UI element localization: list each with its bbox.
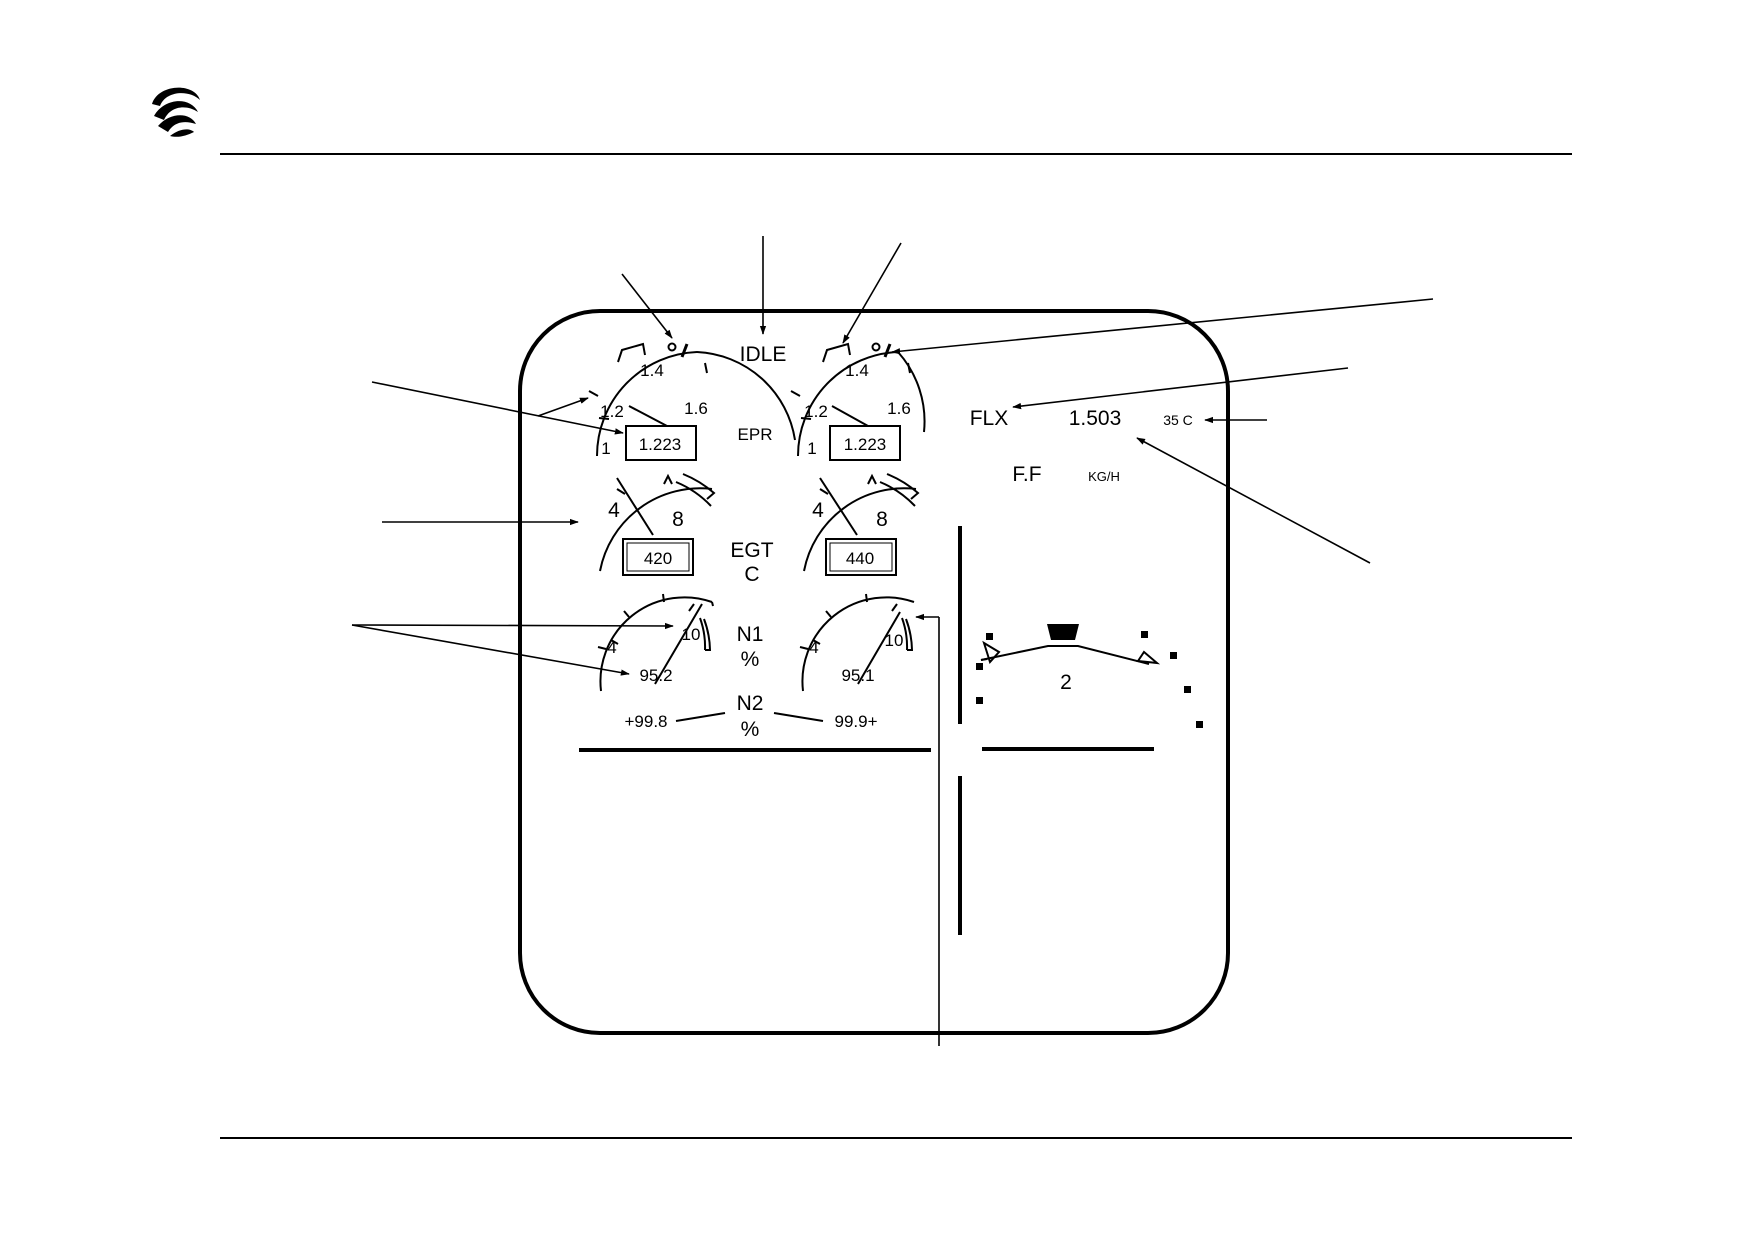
epr-scale-1-6: 1.6 [684,399,708,418]
n2-label-line2: % [741,718,760,741]
wing-symbol [1047,624,1079,640]
epr-readout-engine1: 1.223 [639,435,682,454]
epr-scale-1-2: 1.2 [600,402,624,421]
egt-scale-8: 8 [672,508,684,531]
egt-gauge-engine2: 4 8 440 [803,473,920,576]
epr-scale-1: 1 [601,439,610,458]
n1-label-line2: % [741,648,760,671]
flap-slat-indication: 2 [976,624,1203,728]
epr-readout-box-engine1 [625,425,697,461]
epr-gauge-engine1: 1 1.2 1.4 1.6 1.223 [588,342,796,461]
n2-readout-engine1: +99.8 [624,712,667,731]
epr-target-circle [871,342,881,352]
thrust-mode-label: IDLE [740,343,787,366]
flap-triangle [1136,650,1161,665]
epr-target-circle [667,342,677,352]
fuel-flow-label: F.F [1012,463,1041,486]
flap-position: 2 [1060,671,1072,694]
epr-max-marker [617,342,646,363]
egt-scale-4: 4 [608,499,620,522]
n1-scale-10: 10 [885,631,904,650]
epr-readout-engine2: 1.223 [844,435,887,454]
epr-scale-1: 1 [807,439,816,458]
thrust-limit-value: 1.503 [1069,407,1122,430]
n1-label-line1: N1 [737,623,764,646]
n1-readout-engine1: 95.2 [639,666,672,685]
n2-readout-engine2: 99.9+ [834,712,877,731]
callout-arrows [351,236,1434,1046]
egt-scale-4: 4 [812,499,824,522]
n1-gauge-engine2: 4 10 95.1 [799,593,915,692]
n2-label-line1: N2 [737,692,764,715]
egt-gauge-engine1: 4 8 420 [599,473,716,576]
egt-readout-engine2: 440 [846,549,874,568]
egt-label-line2: C [744,563,759,586]
epr-readout-box-engine2 [829,425,901,461]
egt-amber-caret [663,473,673,485]
n1-scale-4: 4 [607,638,616,657]
slat-triangle [982,640,1001,664]
egt-readout-engine1: 420 [644,549,672,568]
egt-scale-8: 8 [876,508,888,531]
display-frame [518,309,1230,1035]
epr-scale-1-4: 1.4 [845,361,869,380]
epr-gauge-engine2: 1 1.2 1.4 1.6 1.223 [790,342,926,461]
flex-temperature: 35 C [1163,412,1193,428]
n1-gauge-engine1: 4 10 95.2 [597,593,714,692]
epr-scale-1-6: 1.6 [887,399,911,418]
thrust-limit-mode: FLX [970,407,1009,430]
epr-scale-1-4: 1.4 [640,361,664,380]
epr-label: EPR [738,425,773,444]
epr-scale-1-2: 1.2 [804,402,828,421]
epr-max-marker [822,342,851,363]
n1-readout-engine2: 95.1 [841,666,874,685]
n1-scale-10: 10 [682,625,701,644]
n1-scale-4: 4 [809,638,818,657]
egt-label-line1: EGT [730,539,773,562]
egt-amber-caret [867,473,877,485]
fuel-flow-unit: KG/H [1088,469,1120,484]
swirl-logo-icon [150,84,202,137]
